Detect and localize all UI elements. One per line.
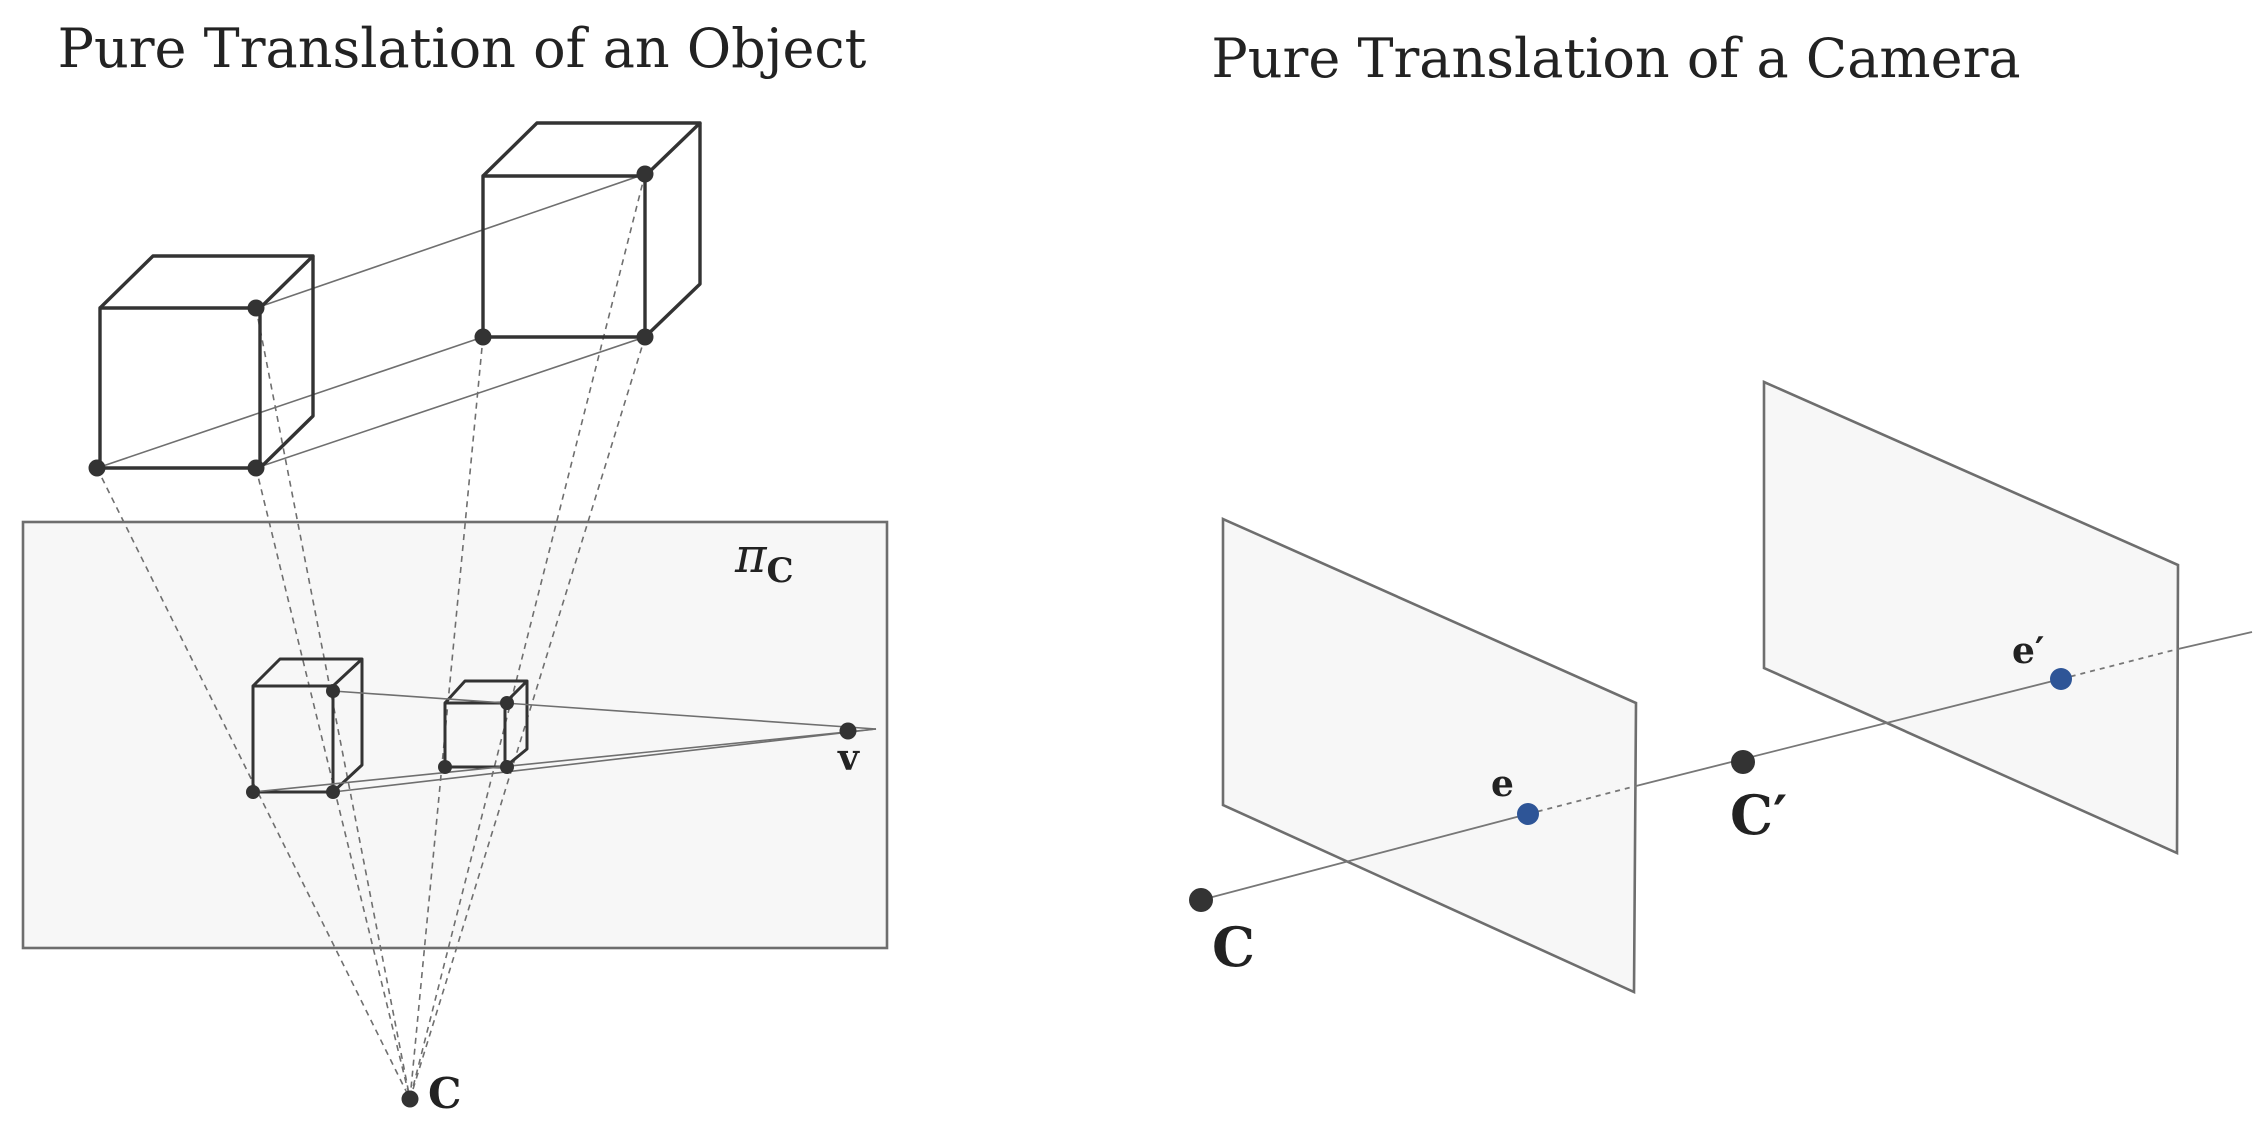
image-vertex-point: [326, 684, 340, 698]
cube-top-face: [251, 657, 364, 688]
cube-front-face: [251, 684, 335, 794]
image-vertex-point: [500, 696, 514, 710]
baseline-segment: [1635, 678, 2062, 787]
translation-line: [255, 173, 646, 309]
camera-center-2-label: C′: [1730, 783, 1787, 847]
camera-center-1-point: [1189, 888, 1213, 912]
cube-vertex-point: [88, 459, 106, 477]
left-panel: Pure Translation of an Object πC: [21, 17, 889, 1118]
cube-front-face: [98, 306, 262, 470]
cube-vertex-point: [636, 165, 654, 183]
cube-side-edges: [504, 681, 529, 769]
translation-line: [96, 336, 484, 469]
cube-top-face: [481, 121, 702, 178]
projection-ray: [255, 307, 411, 1100]
epipole-2-point: [2050, 668, 2072, 690]
cube-vertex-point: [636, 328, 654, 346]
baseline: [1200, 631, 2253, 901]
cube-vertex-point: [474, 328, 492, 346]
vanishing-line: [332, 690, 877, 730]
projected-cube-2: [443, 679, 529, 769]
left-title: Pure Translation of an Object: [58, 17, 867, 80]
baseline-segment: [1200, 813, 1529, 901]
right-panel: Pure Translation of a Camera C C′ e e′: [1189, 27, 2253, 995]
object-points: [88, 165, 654, 477]
baseline-segment-hidden: [2060, 648, 2179, 680]
object-cube-2: [481, 121, 702, 339]
vanishing-point-label: v: [837, 737, 860, 779]
right-title: Pure Translation of a Camera: [1211, 27, 2020, 90]
vanishing-line: [332, 728, 877, 793]
vanishing-point: [839, 722, 857, 740]
epipole-1-label: e: [1491, 763, 1514, 805]
image-vertex-point: [326, 785, 340, 799]
cube-side-edges: [643, 123, 702, 339]
cube-front-face: [443, 701, 507, 769]
cube-vertex-point: [247, 459, 265, 477]
camera-center-2-point: [1731, 750, 1755, 774]
image-vertex-point: [438, 760, 452, 774]
vanishing-line: [252, 728, 877, 793]
image-vertex-point: [246, 785, 260, 799]
camera-center-label: C: [428, 1069, 461, 1118]
image-plane-label: πC: [734, 528, 794, 591]
cube-top-face: [98, 254, 315, 310]
image-points: [246, 684, 514, 799]
projection-ray: [409, 173, 646, 1100]
plane-label-symbol: π: [734, 528, 768, 584]
cube-front-face: [481, 174, 647, 339]
image-plane-2: [1762, 380, 2180, 856]
plane-label-subscript: C: [767, 551, 794, 591]
object-cube-1: [98, 254, 315, 470]
translation-line: [255, 336, 646, 469]
epipole-2-label: e′: [2012, 630, 2044, 672]
translation-lines: [96, 173, 646, 469]
camera-center-point: [401, 1090, 419, 1108]
cube-side-edges: [258, 256, 315, 470]
baseline-segment: [2177, 631, 2253, 650]
baseline-segment-hidden: [1527, 785, 1637, 815]
cube-top-face: [443, 679, 529, 705]
cube-vertex-point: [247, 299, 265, 317]
image-plane: [21, 520, 889, 950]
image-vertex-point: [500, 760, 514, 774]
camera-center-1-label: C: [1212, 915, 1255, 979]
vanishing-lines: [252, 690, 877, 793]
image-plane-1: [1221, 516, 1638, 995]
epipole-1-point: [1517, 803, 1539, 825]
